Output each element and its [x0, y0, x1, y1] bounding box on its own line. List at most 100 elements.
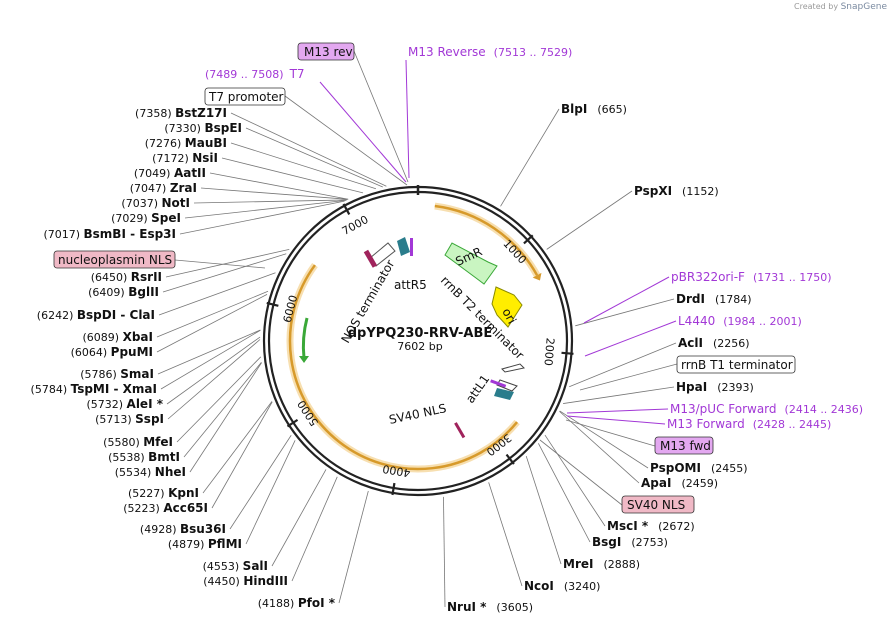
connector-m13-reverse: [405, 59, 410, 179]
site-name: NruI *: [447, 600, 487, 614]
site-name: DrdI: [676, 292, 705, 306]
site-name: AclI: [678, 336, 703, 350]
site-position: (5786): [80, 368, 120, 381]
connector-left: [230, 142, 377, 190]
tick-mark-6000: [266, 301, 279, 307]
connector-right: [525, 455, 562, 565]
site-name: NcoI: [524, 579, 554, 593]
site-position: (4928): [140, 523, 180, 536]
site-label-left: (4188) PfoI *: [258, 596, 336, 610]
rrnbt1-box: [676, 355, 796, 374]
snapgene-credit: Created by SnapGene: [794, 2, 887, 12]
site-label-left: (7037) NotI: [121, 196, 190, 210]
site-label-left: (4879) PflMI: [168, 537, 242, 551]
m13rev-label: M13 rev: [304, 45, 353, 59]
boxed-feature-labels: M13 rev T7 promoter nucleoplasmin NLS rr…: [53, 42, 796, 514]
site-position: (1784): [715, 293, 752, 306]
tick-mark-7000: [342, 203, 351, 215]
connector-left: [209, 172, 349, 200]
site-connector-lines: [156, 50, 678, 608]
plasmid-size: 7602 bp: [397, 340, 442, 353]
site-position: (7037): [121, 197, 161, 210]
site-label-right: NruI *(3605): [447, 600, 533, 614]
connector-left: [165, 248, 290, 278]
site-position: (2455): [711, 462, 748, 475]
sv40nls-label: SV40 NLS: [627, 498, 685, 512]
site-label-right: BlpI (665): [561, 102, 627, 116]
tick-mark-4000: [391, 482, 396, 496]
m13fwd-label: M13 fwd: [660, 439, 711, 453]
site-position: (2256): [713, 337, 750, 350]
tick-mark-2000: [561, 351, 574, 355]
connector-nucleoplasmin: [174, 259, 266, 269]
tick-mark-3000: [505, 453, 515, 465]
inner-labels: attR5 SmR ori rrnB T2 terminator NOS ter…: [338, 244, 526, 427]
connector-t7: [319, 81, 407, 183]
site-name: TspMI - XmaI: [71, 382, 157, 396]
site-name: NsiI: [192, 151, 218, 165]
site-position: (2393): [717, 381, 754, 394]
primer-labels: M13 Reverse(7513 .. 7529) (7489 .. 7508)…: [205, 45, 863, 431]
site-label-right: DrdI (1784): [676, 292, 752, 306]
site-label-left: (5227) KpnI: [128, 486, 199, 500]
inner-features: [299, 237, 526, 439]
site-position: (6450): [91, 271, 131, 284]
nucleoplasmin-label: nucleoplasmin NLS: [58, 253, 172, 267]
m13rev-box: [297, 42, 355, 61]
connector-right: [546, 190, 633, 250]
connector-left: [156, 294, 268, 353]
site-label-left: (7330) BspEI: [164, 121, 242, 135]
site-name: BspEI: [204, 121, 242, 135]
connector-left: [162, 253, 287, 293]
site-position: (5227): [128, 487, 168, 500]
site-label-left: (4553) SalI: [203, 559, 268, 573]
site-name: MscI *: [607, 519, 649, 533]
connector-left: [160, 329, 261, 390]
site-position: (4879): [168, 538, 208, 551]
nls-arrowhead-left: [299, 356, 309, 363]
site-position: (6089): [83, 331, 123, 344]
nls-arrow-left: [301, 317, 309, 359]
site-label-left: (7047) ZraI: [130, 181, 197, 195]
site-position: (665): [597, 103, 627, 116]
site-label-left: (5786) SmaI: [80, 367, 154, 381]
credit-brand: SnapGene: [840, 2, 887, 12]
attl1-label: attL1: [463, 372, 492, 406]
site-name: Bsu36I: [180, 522, 226, 536]
site-label-left: (6064) PpuMI: [71, 345, 153, 359]
primer-m13-forward: M13 Forward(2428 .. 2445): [667, 417, 831, 431]
site-position: (5713): [95, 413, 135, 426]
rrnbt1-label: rrnB T1 terminator: [681, 358, 793, 372]
connector-right: [559, 411, 640, 484]
connector-left: [245, 440, 296, 545]
site-position: (7047): [130, 182, 170, 195]
connector-right: [544, 434, 606, 527]
connector-left: [338, 490, 369, 604]
nucleoplasmin-box: [53, 250, 176, 269]
connector-left: [211, 401, 273, 509]
attr5-label: attR5: [394, 278, 427, 292]
connector-t7-promoter: [284, 95, 408, 186]
site-position: (4553): [203, 560, 243, 573]
site-name: BlpI: [561, 102, 587, 116]
m13fwd-box: [654, 436, 714, 455]
primer-m13-puc-forward: M13/pUC Forward(2414 .. 2436): [670, 402, 863, 416]
site-position: (5732): [86, 398, 126, 411]
site-position: (4188): [258, 597, 298, 610]
site-name: AatII: [174, 166, 206, 180]
site-label-right: MreI(2888): [563, 557, 640, 571]
connector-m13rev-box: [353, 50, 409, 183]
site-position: (2459): [681, 477, 718, 490]
site-name: RsrII: [131, 270, 162, 284]
connector-right: [559, 410, 649, 469]
tick-label-7000: 7000: [340, 213, 371, 238]
site-label-left: (7358) BstZ17I: [135, 106, 227, 120]
site-name: KpnI: [168, 486, 199, 500]
site-label-left: (7172) NsiI: [152, 151, 218, 165]
site-label-left: (7049) AatII: [134, 166, 206, 180]
site-position: (5223): [123, 502, 163, 515]
rrnb-t2-arrow: [501, 363, 526, 373]
connector-right: [443, 496, 446, 608]
site-name: PspXI: [634, 184, 672, 198]
primer-l4440: L4440(1984 .. 2001): [678, 314, 802, 328]
